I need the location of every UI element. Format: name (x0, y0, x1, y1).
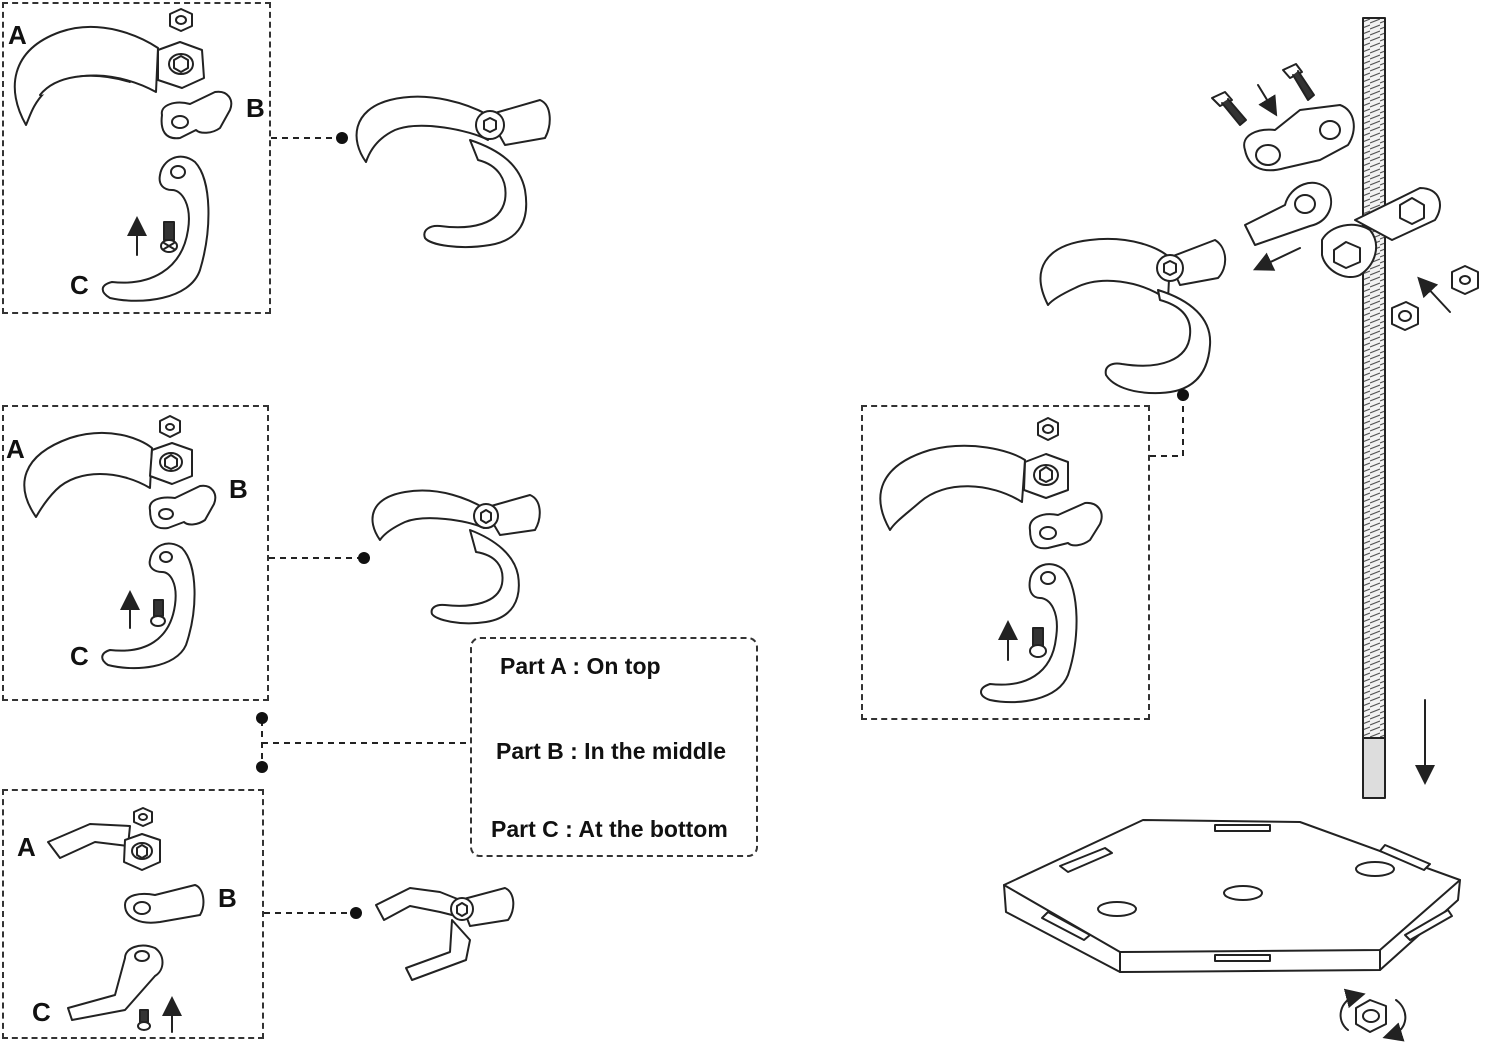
part-b-middle (148, 484, 217, 530)
part-c-hook-right (980, 563, 1078, 704)
label-a-top: A (8, 20, 27, 50)
part-b-top (160, 90, 233, 140)
part-c-bracket-bottom (67, 944, 164, 1021)
label-b-top: B (246, 93, 265, 123)
part-a-hook-middle (23, 431, 153, 518)
group-box-top (2, 2, 271, 314)
part-c-hook-middle (101, 542, 196, 670)
connector-dot (336, 132, 348, 144)
part-b-right (1028, 501, 1103, 550)
assembled-bracket-bottom (375, 887, 461, 921)
hook-assembly-right (1039, 237, 1171, 306)
ring-connector (1244, 181, 1333, 246)
label-b-middle: B (229, 474, 248, 504)
screw-top (163, 221, 175, 241)
connector-dot (1177, 389, 1189, 401)
label-c-middle: C (70, 641, 89, 671)
threaded-rod (1362, 17, 1386, 739)
part-a-hook-right (879, 444, 1026, 531)
screw-right-2 (1282, 63, 1303, 79)
group-box-right (861, 405, 1150, 720)
legend-part-b: Part B : In the middle (496, 738, 727, 764)
group-box-middle (2, 405, 269, 701)
legend-box (470, 637, 758, 857)
group-box-bottom (2, 789, 264, 1039)
connector-dot (256, 761, 268, 773)
label-c-top: C (70, 270, 89, 300)
legend-part-c: Part C : At the bottom (491, 816, 728, 842)
connector-dot (350, 907, 362, 919)
assembled-hook-middle (371, 489, 485, 541)
assembled-hook-top (355, 95, 489, 163)
label-a-middle: A (6, 434, 25, 464)
legend-part-a: Part A : On top (500, 653, 661, 679)
part-a-bracket-bottom (47, 823, 131, 859)
label-b-bottom: B (218, 883, 237, 913)
part-c-hook-top (101, 155, 210, 302)
connector-dot (256, 712, 268, 724)
connector-dot (358, 552, 370, 564)
label-c-bottom: C (32, 997, 51, 1027)
label-a-bottom: A (17, 832, 36, 862)
